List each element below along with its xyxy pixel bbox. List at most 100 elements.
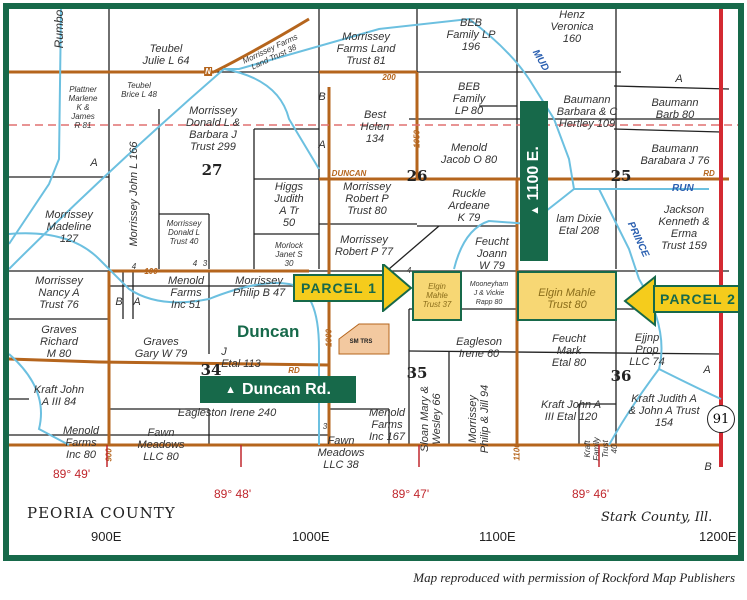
triangle-icon: ▲ <box>529 204 541 216</box>
arrow-left-icon <box>623 275 656 327</box>
stark-county-label: Stark County, Ill. <box>601 510 713 525</box>
grid-label: 900E <box>91 529 122 544</box>
tract-letter: A <box>675 73 683 85</box>
duncan-rd-callout: ▲ Duncan Rd. <box>200 376 356 403</box>
river-label-run: RUN <box>672 183 694 194</box>
section-number: 27 <box>201 161 223 179</box>
1100e-callout-label: 1100 E. <box>525 146 542 201</box>
parcel-2-callout[interactable]: PARCEL 2 <box>653 285 738 313</box>
road-label-200n: 200 <box>382 73 396 82</box>
latitude-label: 89° 49' <box>53 467 91 481</box>
peoria-county-label: PEORIA COUNTY <box>27 504 176 522</box>
route-91-shield: 91 <box>707 405 735 433</box>
parcel-1-callout[interactable]: PARCEL 1 <box>293 274 385 302</box>
road-label-rd: RD <box>288 366 300 375</box>
road-label-n: N <box>204 67 212 76</box>
tract-letter: B <box>704 461 712 473</box>
section-number: 26 <box>406 167 428 185</box>
duncan-town-label: Duncan <box>237 322 300 341</box>
parcel-2-highlight[interactable] <box>517 271 617 321</box>
road-label-1000e: 1000 <box>324 329 334 347</box>
tract-letter: A <box>90 157 98 169</box>
latitude-label: 89° 47' <box>392 487 430 501</box>
tract-letter: A <box>703 364 711 376</box>
tract-letter: A <box>133 296 141 308</box>
section-number: 35 <box>406 364 428 382</box>
parcel-1-highlight[interactable] <box>412 271 462 321</box>
grid-label: 1200E <box>699 529 737 544</box>
tract-number: 4 <box>192 259 198 268</box>
road-label-1050e: 1050 <box>412 130 422 148</box>
arrow-right-icon <box>382 264 413 312</box>
section-number: 36 <box>610 367 632 385</box>
town-label-sm-trs: SM TRS <box>349 339 373 345</box>
map-caption: Map reproduced with permission of Rockfo… <box>413 570 735 585</box>
1100e-callout: ▲ 1100 E. <box>520 101 548 261</box>
latitude-label: 89° 46' <box>572 487 610 501</box>
road-label-rd: RD <box>703 169 715 178</box>
section-number: 34 <box>200 361 222 379</box>
latitude-label: 89° 48' <box>214 487 252 501</box>
parcel-label: Morrissey John L 166 <box>128 141 140 247</box>
tract-number: 4 <box>131 262 137 271</box>
section-number: 25 <box>610 167 632 185</box>
duncan-town-area <box>338 323 390 355</box>
grid-label: 1000E <box>292 529 330 544</box>
river-label-rumbo: Rumbo <box>52 9 66 49</box>
tract-number: 3 <box>322 422 328 431</box>
tract-letter: A <box>318 139 326 151</box>
parcel-label: Eagleston Irene 240 <box>177 407 277 419</box>
tract-number: 4 <box>406 266 412 275</box>
parcel-label: Sloan Mary &Wesley 66 <box>419 385 443 453</box>
road-label-100n: 100 <box>144 267 158 276</box>
grid-label: 1100E <box>479 529 516 544</box>
duncan-rd-callout-label: Duncan Rd. <box>242 380 331 398</box>
tract-letter: B <box>115 296 123 308</box>
tract-letter: B <box>318 91 326 103</box>
triangle-icon: ▲ <box>225 383 236 396</box>
road-label-duncan: DUNCAN <box>331 169 367 178</box>
